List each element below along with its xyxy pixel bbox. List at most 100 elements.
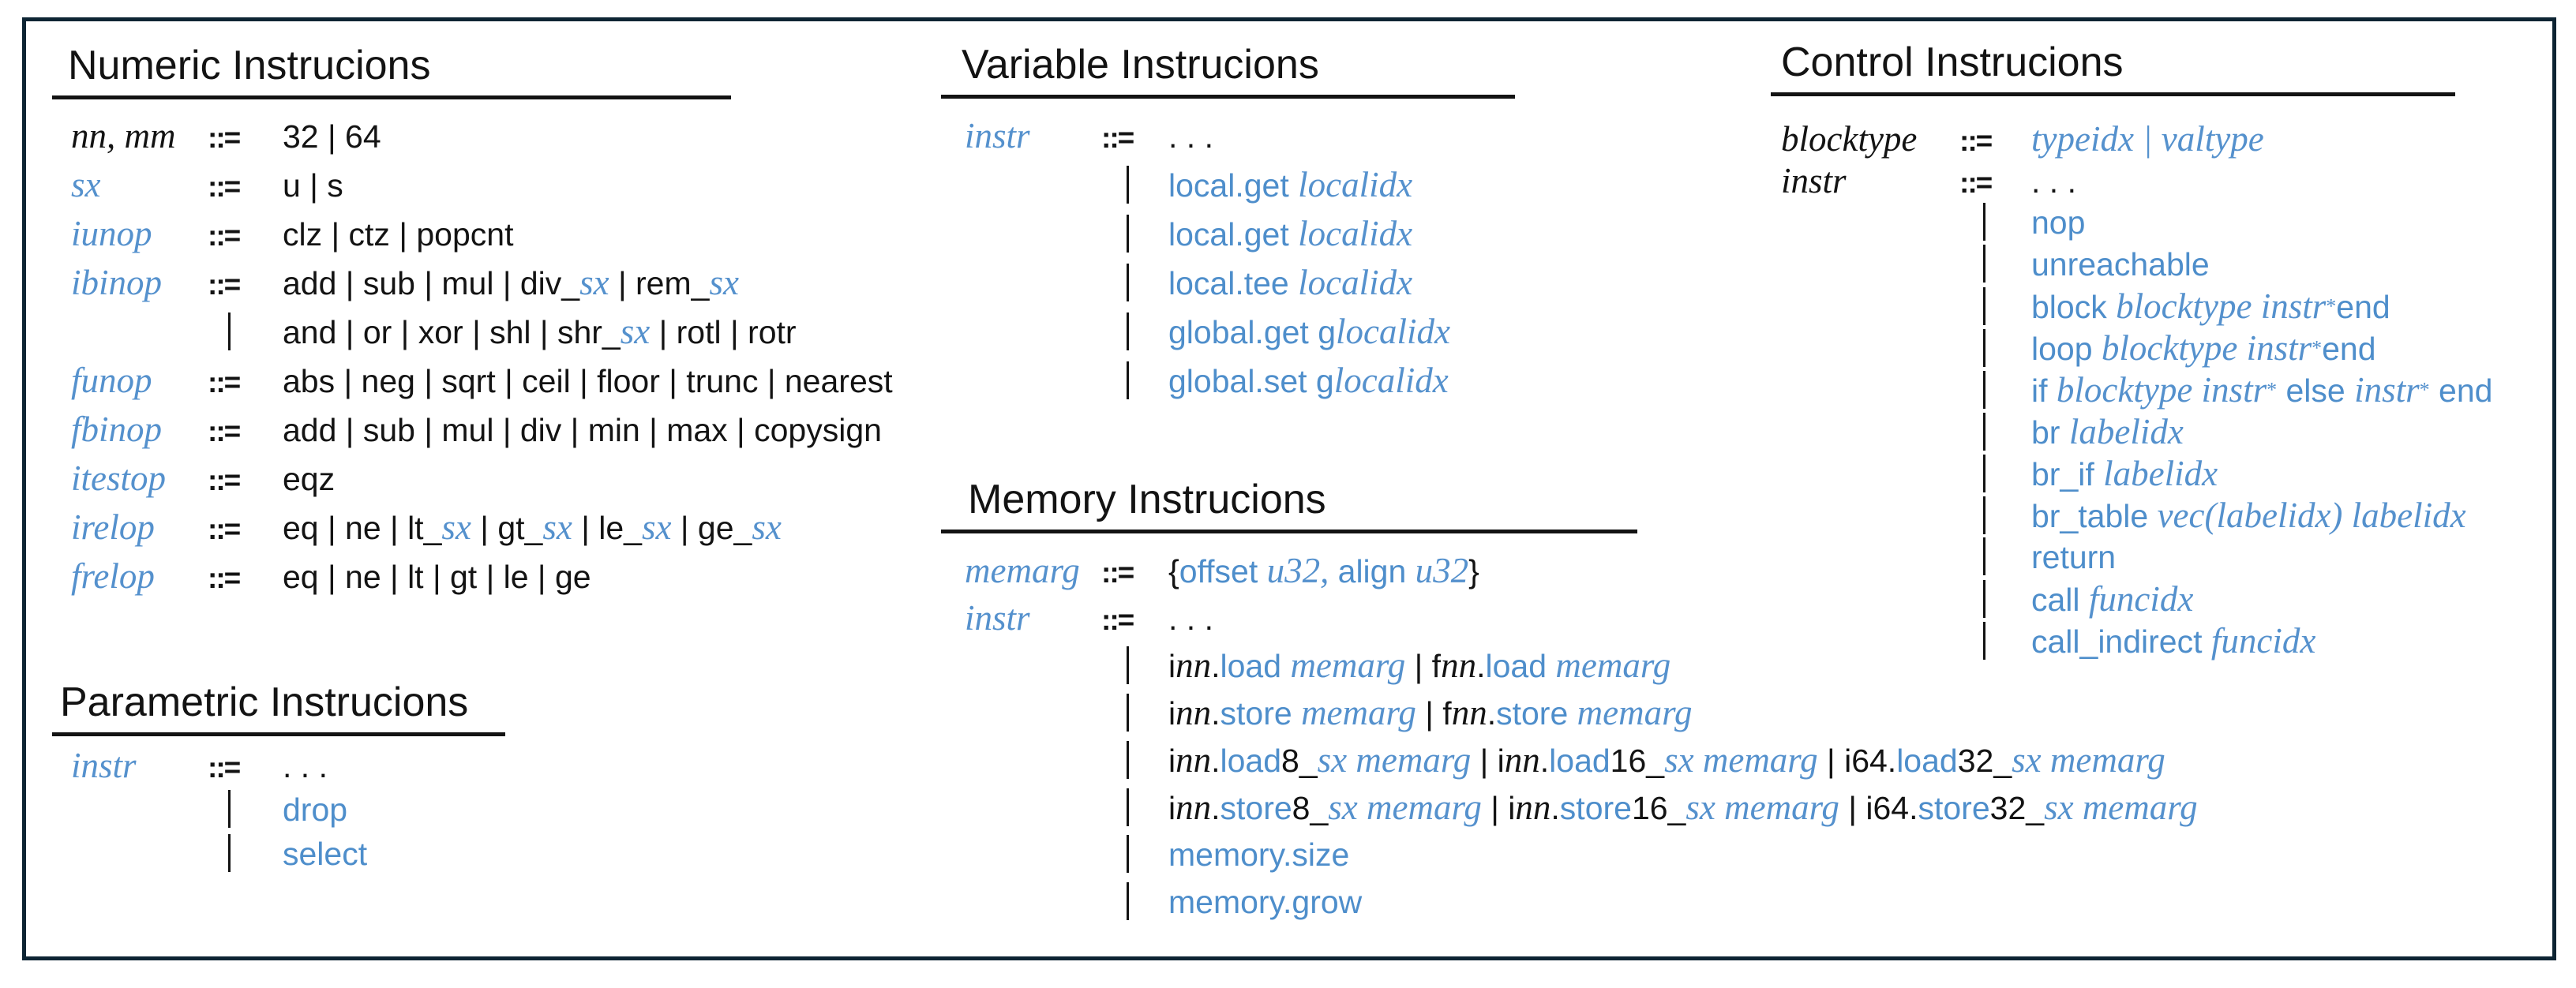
rule-rhs: select <box>283 836 367 872</box>
grammar-token: memarg <box>1290 646 1406 685</box>
grammar-token: store <box>1220 695 1302 732</box>
grammar-token: drop <box>283 792 348 828</box>
grammar-token: . <box>1487 695 1497 732</box>
alternative-bar <box>1127 788 1129 826</box>
grammar-row: ​inn.load8_sx memarg | inn.load16_sx mem… <box>941 736 2165 784</box>
grammar-token: i <box>1168 695 1176 732</box>
grammar-token: nn <box>1176 740 1212 780</box>
rule-operator-cell: ::= <box>208 163 283 218</box>
rule-operator-cell: ::= <box>1959 120 2031 168</box>
rule-rhs: return <box>2031 539 2116 575</box>
rule-rhs: eq | ne | lt | gt | le | ge <box>283 559 591 595</box>
rule-lhs: fbinop <box>52 405 208 462</box>
grammar-token: memarg <box>1347 740 1472 780</box>
rule-operator-cell <box>1101 788 1168 840</box>
defined-as-symbol: ::= <box>1101 556 1134 589</box>
grammar-token: itestop <box>71 458 166 498</box>
rule-lhs: instr <box>1771 160 1959 210</box>
grammar-token: instr <box>965 116 1030 155</box>
grammar-row: funop::=abs | neg | sqrt | ceil | floor … <box>52 356 893 405</box>
grammar-row: instr::=. . . <box>941 594 1637 642</box>
rule-rhs: {offset u32, align u32} <box>1168 551 1479 590</box>
grammar-token: memarg <box>1357 788 1482 827</box>
grammar-token: | i64. <box>1839 790 1918 826</box>
rule-rhs: inn.store8_sx memarg | inn.store16_sx me… <box>1168 788 2198 827</box>
grammar-token: typeidx | valtype <box>2031 119 2264 159</box>
grammar-token: br_if <box>2031 456 2104 492</box>
rule-operator-cell <box>1959 455 2031 503</box>
grammar-token: | ge_ <box>671 510 752 546</box>
rule-operator-cell <box>208 834 283 884</box>
alternative-bar <box>1983 580 1985 618</box>
rule-operator-cell <box>1959 537 2031 586</box>
rule-rhs: add | sub | mul | div_sx | rem_sx <box>283 263 739 302</box>
grammar-token: labelidx <box>2068 412 2184 451</box>
alternative-bar <box>1983 371 1985 410</box>
rule-rhs: inn.load8_sx memarg | inn.load16_sx mema… <box>1168 740 2165 780</box>
rule-operator-cell: ::= <box>208 358 283 414</box>
rule-rhs: br_if labelidx <box>2031 454 2218 493</box>
grammar-row: ​memory.grow <box>941 878 1637 926</box>
grammar-row: ​local.get localidx <box>941 209 1515 258</box>
grammar-token: sx <box>71 165 101 204</box>
alternative-bar <box>1983 329 1985 368</box>
rule-rhs: 32 | 64 <box>283 118 381 155</box>
grammar-row: ​return <box>1771 537 2455 578</box>
grammar-token: load <box>1549 743 1610 779</box>
grammar-token: call_indirect <box>2031 623 2211 660</box>
rule-lhs: ​ <box>941 886 1101 934</box>
grammar-token: nn <box>1176 646 1212 685</box>
grammar-token: memarg <box>1555 646 1671 685</box>
grammar-token: | rotl | rotr <box>650 314 797 350</box>
rule-operator-cell <box>1101 361 1168 414</box>
grammar-token: local.tee <box>1168 265 1299 301</box>
rule-rhs: global.set glocalidx <box>1168 361 1449 400</box>
alternative-bar <box>1983 455 1985 492</box>
grammar-token: store <box>1918 790 1990 826</box>
grammar-token: nn, mm <box>71 116 176 155</box>
rule-operator-cell <box>1959 329 2031 377</box>
rule-operator-cell <box>1959 371 2031 419</box>
grammar-row: nn, mm::=32 | 64 <box>52 111 731 160</box>
grammar-row: ​global.get glocalidx <box>941 307 1515 356</box>
grammar-row: ​call funcidx <box>1771 578 2455 620</box>
defined-as-symbol: ::= <box>1101 604 1134 636</box>
grammar-token: sx <box>709 263 739 302</box>
grammar-token: sx <box>542 507 572 547</box>
grammar-token: i <box>1168 648 1176 684</box>
rule-rhs: unreachable <box>2031 246 2210 283</box>
slide-frame <box>22 17 2556 960</box>
grammar-token: 8_ <box>1292 790 1329 826</box>
alternative-bar <box>1127 166 1129 204</box>
grammar-token: instr <box>965 598 1030 638</box>
grammar-row: instr::=. . . <box>1771 160 2455 202</box>
grammar-token: . <box>1211 790 1221 826</box>
grammar-token: load <box>1220 743 1282 779</box>
grammar-row: ​local.tee localidx <box>941 258 1515 307</box>
rule-rhs: eq | ne | lt_sx | gt_sx | le_sx | ge_sx <box>283 507 782 547</box>
alternative-bar <box>1127 361 1129 399</box>
grammar-token: sx <box>441 507 471 547</box>
alternative-bar <box>1983 245 1985 283</box>
grammar-token: unreachable <box>2031 246 2210 283</box>
grammar-token: | i <box>1481 790 1516 826</box>
grammar-token: nn <box>1515 788 1551 827</box>
rule-rhs: memory.grow <box>1168 884 1362 920</box>
rule-rhs: local.tee localidx <box>1168 263 1412 302</box>
rule-lhs: irelop <box>52 503 208 560</box>
grammar-token: br_table <box>2031 498 2158 534</box>
grammar-token: iunop <box>71 214 152 253</box>
grammar-token: sx <box>2012 740 2042 780</box>
rule-lhs: ibinop <box>52 258 208 316</box>
grammar-row: fbinop::=add | sub | mul | div | min | m… <box>52 405 882 454</box>
grammar-token: * <box>2419 379 2430 402</box>
grammar-token: * <box>2326 295 2337 318</box>
rule-operator-cell <box>1959 496 2031 545</box>
defined-as-symbol: ::= <box>1101 122 1134 154</box>
grammar-token: . . . <box>283 748 328 784</box>
rule-operator-cell <box>1101 264 1168 316</box>
grammar-row: ​nop <box>1771 202 2455 244</box>
grammar-row: ​block blocktype instr*end <box>1771 286 2455 327</box>
defined-as-symbol: ::= <box>208 415 241 447</box>
grammar-token: . <box>1476 648 1486 684</box>
